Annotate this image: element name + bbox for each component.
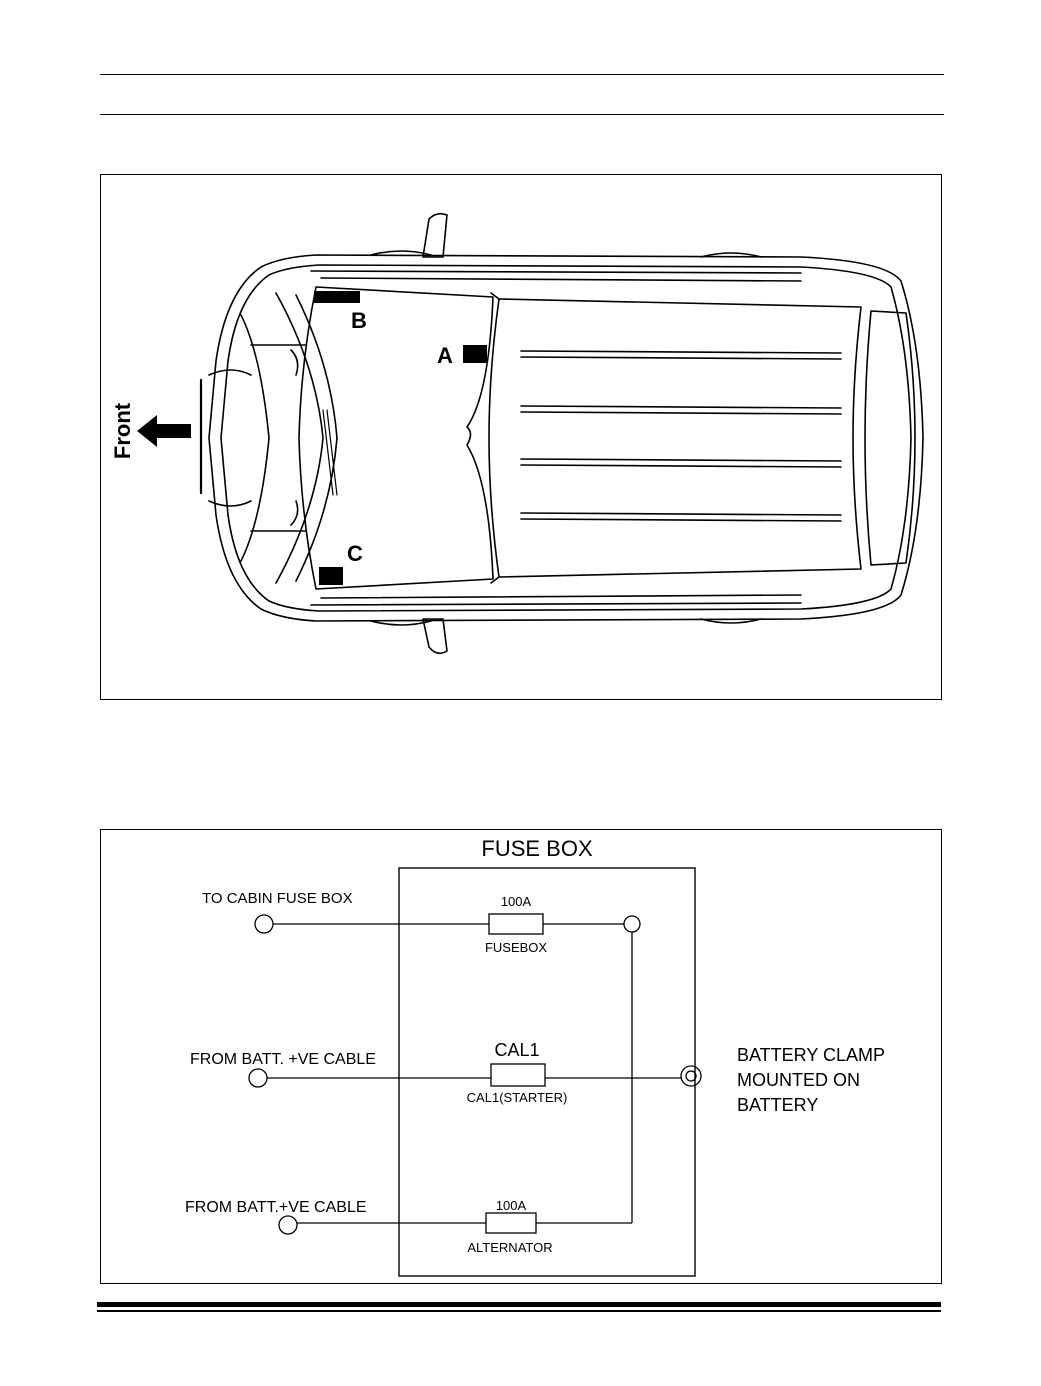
fuse-bot-rating: 100A [496, 1198, 527, 1213]
windshield-outline [298, 286, 494, 590]
right-mirror [422, 618, 448, 655]
marker-a-label: A [437, 343, 453, 368]
fuse-top [488, 913, 544, 935]
fuse-box-enclosure [398, 867, 696, 1277]
footer-rule-thick [97, 1302, 941, 1307]
clamp-label-line3: BATTERY [737, 1095, 818, 1115]
cabin-terminal [254, 914, 274, 934]
fuse-box-title: FUSE BOX [481, 836, 593, 861]
fuse-top-rating: 100A [501, 894, 532, 909]
cabin-label: TO CABIN FUSE BOX [202, 890, 353, 907]
junction-node [623, 915, 641, 933]
clamp-label-line2: MOUNTED ON [737, 1070, 860, 1090]
marker-a-block [463, 345, 487, 363]
fuse-box-drawing: FUSE BOX TO CABIN FUSE BOX FRO [185, 836, 885, 1277]
batt-label-1: FROM BATT. +VE CABLE [190, 1051, 376, 1068]
batt-label-2: FROM BATT.+VE CABLE [185, 1199, 367, 1216]
fuse-mid [490, 1063, 546, 1087]
fuse-mid-name: CAL1(STARTER) [467, 1090, 568, 1105]
vehicle-body-outline [208, 254, 924, 622]
front-label: Front [110, 402, 135, 459]
marker-c-block [319, 567, 343, 585]
marker-c-label: C [347, 541, 363, 566]
batt-terminal-1 [248, 1068, 268, 1088]
battery-clamp-terminal [680, 1065, 702, 1087]
fuse-bot-name: ALTERNATOR [467, 1240, 552, 1255]
marker-b-label: B [351, 308, 367, 333]
roof-outline [488, 298, 862, 578]
fuse-top-name: FUSEBOX [485, 940, 547, 955]
fuse-bot [485, 1212, 537, 1234]
header-rule-top [100, 74, 944, 75]
vehicle-topview-figure: Front A B C [100, 174, 942, 700]
footer-rule-thin [97, 1310, 941, 1312]
clamp-label-line1: BATTERY CLAMP [737, 1045, 885, 1065]
batt-terminal-2 [278, 1215, 298, 1235]
marker-b-block [314, 291, 360, 303]
fuse-box-figure: FUSE BOX TO CABIN FUSE BOX FRO [100, 829, 942, 1284]
rear-window-outline [864, 310, 916, 566]
front-arrow-icon [137, 415, 191, 447]
header-rule-bottom [100, 114, 944, 115]
left-mirror [422, 212, 448, 258]
vehicle-topview-drawing: Front A B C [110, 212, 924, 655]
fuse-mid-rating: CAL1 [494, 1040, 539, 1060]
